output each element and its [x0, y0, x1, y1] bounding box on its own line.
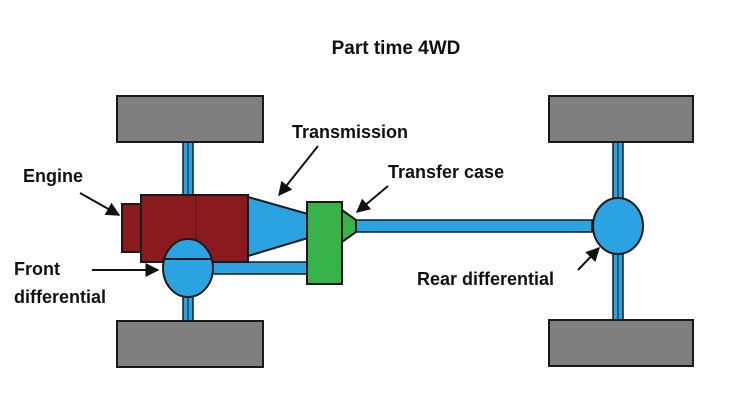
- transfer-case-arrow: [355, 185, 389, 213]
- transmission-label: Transmission: [292, 122, 408, 142]
- rear-differential-label: Rear differential: [417, 269, 554, 289]
- rear-left-wheel: [548, 95, 694, 143]
- transmission: [247, 195, 309, 258]
- diagram-title: Part time 4WD: [332, 38, 461, 59]
- rear-right-wheel: [548, 319, 694, 367]
- engine-arrow: [79, 192, 121, 216]
- front-differential: [162, 238, 214, 298]
- front-left-wheel: [116, 95, 264, 143]
- front-right-wheel: [116, 320, 264, 368]
- rear-drive-shaft: [353, 219, 593, 233]
- transfer-case: [306, 201, 343, 285]
- rear-differential: [592, 197, 644, 255]
- transfer-case-output: [341, 208, 357, 244]
- transmission-arrow: [278, 145, 319, 197]
- engine-label: Engine: [23, 166, 83, 186]
- front-differential-label-line1: Front: [14, 259, 60, 279]
- transfer-case-label: Transfer case: [388, 162, 504, 182]
- front-differential-label-line2: differential: [14, 287, 106, 307]
- rear-differential-arrow: [577, 246, 600, 271]
- front-drive-shaft: [209, 261, 309, 275]
